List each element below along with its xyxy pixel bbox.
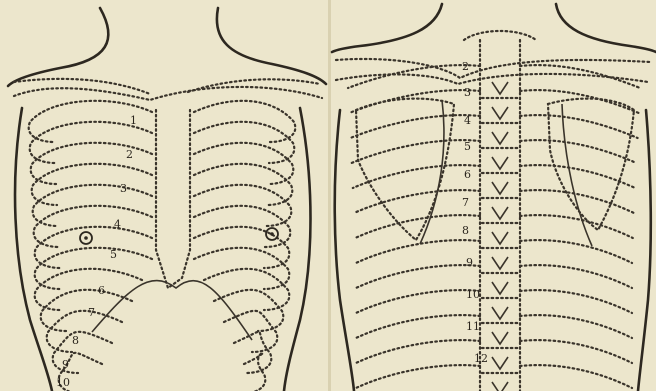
vertebra-process <box>492 157 508 169</box>
front-rib-number: 10 <box>56 376 70 389</box>
spine <box>464 31 536 391</box>
front-rib-left <box>34 206 152 247</box>
vertebra-process <box>492 207 508 219</box>
back-rib-right <box>520 340 632 363</box>
back-neck-left <box>332 4 442 52</box>
back-ribs <box>348 65 640 388</box>
back-rib-right <box>520 140 636 163</box>
back-rib-right <box>520 365 632 388</box>
spine-top <box>464 31 536 40</box>
back-rib-number: 8 <box>462 224 469 237</box>
front-rib-number: 1 <box>130 114 137 127</box>
back-neck-right <box>556 4 656 52</box>
back-rib-left <box>352 140 480 163</box>
scapula-left-edge <box>420 100 444 244</box>
back-rib-number: 5 <box>464 140 471 153</box>
costal-arch <box>92 281 252 340</box>
back-rib-number: 12 <box>474 352 488 365</box>
front-rib-right <box>194 164 292 205</box>
front-rib-right <box>214 290 283 331</box>
vertebra-process <box>492 357 508 369</box>
front-rib-number: 5 <box>110 248 117 261</box>
back-rib-left <box>353 165 480 188</box>
back-torso-left-side <box>335 110 354 391</box>
sternum <box>156 110 190 288</box>
front-rib-right <box>194 122 294 163</box>
back-rib-number: 7 <box>462 196 469 209</box>
back-rib-number: 6 <box>464 168 471 181</box>
shoulder-contour <box>14 87 322 100</box>
back-rib-left <box>356 265 480 288</box>
vertebra-process <box>492 182 508 194</box>
back-rib-left <box>356 365 480 388</box>
scapula-right-edge <box>562 104 592 246</box>
front-torso-view: 1 2 3 4 5 6 7 8 9 10 <box>0 0 328 391</box>
front-rib-number: 9 <box>62 358 69 371</box>
clavicle-left <box>14 79 150 94</box>
back-rib-left <box>356 290 480 313</box>
back-rib-right <box>520 115 638 138</box>
vertebra-process <box>492 132 508 144</box>
front-rib-left <box>33 185 152 226</box>
vertebra-process <box>492 107 508 119</box>
back-rib-right <box>520 215 633 238</box>
vertebra-process <box>492 232 508 244</box>
back-rib-number: 4 <box>464 114 471 127</box>
neck-shoulder-left <box>8 8 108 86</box>
back-rib-left <box>348 65 480 88</box>
back-rib-number: 10 <box>466 288 480 301</box>
front-rib-number: 2 <box>126 148 133 161</box>
back-rib-right <box>520 290 632 313</box>
vertebra-process <box>492 382 508 391</box>
front-ribs-right <box>194 101 295 391</box>
back-rib-right <box>520 90 639 113</box>
back-torso-view: 2 3 4 5 6 7 8 9 10 11 12 <box>330 0 656 391</box>
back-rib-right <box>520 65 640 88</box>
back-torso-right-side <box>638 110 651 391</box>
front-ribs-left <box>29 101 152 391</box>
neck-shoulder-right <box>217 8 326 84</box>
front-rib-number: 4 <box>114 218 121 231</box>
nipple-right-dot <box>270 232 274 236</box>
vertebra-process <box>492 307 508 319</box>
scapula-right <box>548 99 634 230</box>
back-rib-left <box>350 115 480 138</box>
vertebra-process <box>492 332 508 344</box>
back-rib-left <box>356 240 480 263</box>
back-rib-right <box>520 265 632 288</box>
front-rib-number: 7 <box>88 306 95 319</box>
front-rib-number: 8 <box>72 334 79 347</box>
back-rib-left <box>356 340 480 363</box>
back-rib-number: 9 <box>466 256 473 269</box>
back-rib-number: 3 <box>464 86 471 99</box>
back-rib-right <box>520 315 632 338</box>
back-rib-left <box>356 315 480 338</box>
back-rib-right <box>520 240 632 263</box>
back-rib-number: 2 <box>462 60 469 73</box>
nipple-left-dot <box>84 236 88 240</box>
front-rib-number: 3 <box>120 182 127 195</box>
torso-left-side <box>15 108 52 391</box>
front-rib-right <box>224 311 277 352</box>
vertebra-process <box>492 257 508 269</box>
vertebra-process <box>492 282 508 294</box>
front-rib-number: 6 <box>98 284 105 297</box>
front-rib-right <box>194 143 293 184</box>
back-rib-number: 11 <box>466 320 480 333</box>
back-rib-left <box>349 90 480 113</box>
clavicle-right <box>188 79 320 92</box>
vertebra-process <box>492 82 508 94</box>
scapula-left <box>356 99 454 240</box>
